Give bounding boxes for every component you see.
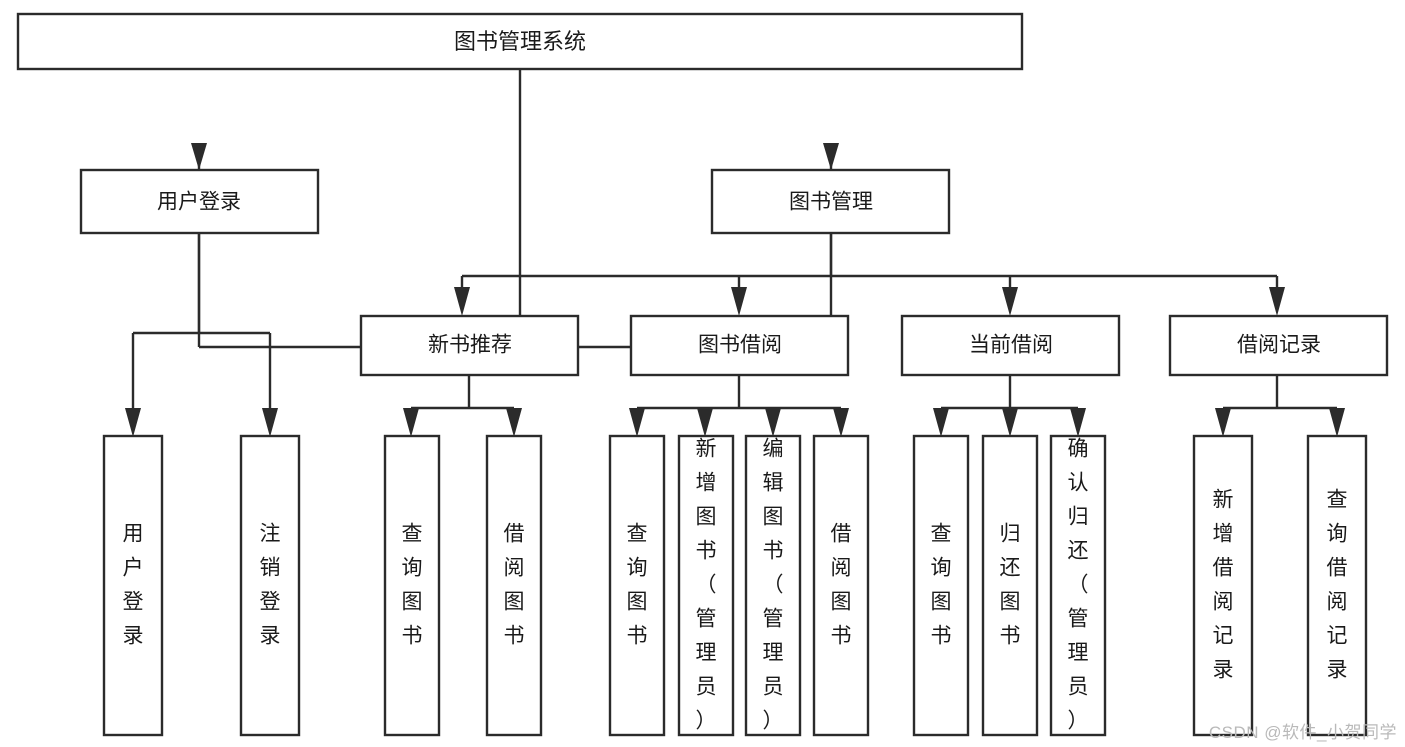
node-leaf-query-book-borrow-label: 查询图书: [627, 523, 648, 648]
node-user-login-box[interactable]: [79, 168, 320, 235]
node-leaf-user-login-box[interactable]: [102, 434, 164, 737]
node-leaf-return-book[interactable]: 归还图书: [981, 434, 1039, 737]
connector-layer: [125, 69, 1345, 437]
node-leaf-borrow-book-rec-box[interactable]: [485, 434, 543, 737]
node-leaf-add-book-label: 新增图书（管理员）: [696, 438, 717, 733]
node-leaf-borrow-book-label: 借阅图书: [831, 523, 852, 648]
node-leaf-add-record-box[interactable]: [1192, 434, 1254, 737]
arrowhead-leaf-add-record: [1215, 408, 1231, 437]
arrowhead-leaf-borrow-book: [833, 408, 849, 437]
node-new-book-rec-box[interactable]: [359, 314, 580, 377]
node-leaf-query-book-current-label: 查询图书: [931, 523, 952, 648]
arrowhead-new-book-rec: [454, 287, 470, 316]
node-book-manage-label: 图书管理: [789, 191, 873, 214]
arrowhead-leaf-edit-book: [765, 408, 781, 437]
node-book-manage-box[interactable]: [710, 168, 951, 235]
node-leaf-user-login[interactable]: 用户登录: [102, 434, 164, 737]
arrowhead-leaf-query-book-borrow: [629, 408, 645, 437]
node-borrow-record-box[interactable]: [1168, 314, 1389, 377]
node-leaf-query-record[interactable]: 查询借阅记录: [1306, 434, 1368, 737]
node-leaf-user-logout[interactable]: 注销登录: [239, 434, 301, 737]
node-leaf-edit-book[interactable]: 编辑图书（管理员）: [744, 434, 802, 737]
node-leaf-query-book-borrow[interactable]: 查询图书: [608, 434, 666, 737]
arrowhead-book-manage: [823, 143, 839, 170]
node-leaf-user-login-label: 用户登录: [123, 523, 144, 648]
arrowhead-leaf-user-logout: [262, 408, 278, 437]
node-leaf-add-record[interactable]: 新增借阅记录: [1192, 434, 1254, 737]
node-leaf-confirm-return-label: 确认归还（管理员）: [1068, 438, 1089, 733]
node-book-borrow-label: 图书借阅: [698, 334, 782, 357]
node-new-book-rec-label: 新书推荐: [428, 334, 512, 357]
node-leaf-edit-book-label: 编辑图书（管理员）: [763, 438, 784, 733]
node-leaf-query-book-borrow-box[interactable]: [608, 434, 666, 737]
node-leaf-query-book-current-box[interactable]: [912, 434, 970, 737]
node-borrow-record-label: 借阅记录: [1237, 334, 1321, 357]
node-leaf-edit-book-box[interactable]: [744, 434, 802, 737]
arrowhead-leaf-return-book: [1002, 408, 1018, 437]
node-leaf-query-book-rec-box[interactable]: [383, 434, 441, 737]
arrowhead-leaf-user-login: [125, 408, 141, 437]
node-leaf-add-book[interactable]: 新增图书（管理员）: [677, 434, 735, 737]
arrowhead-book-borrow: [731, 287, 747, 316]
node-leaf-return-book-box[interactable]: [981, 434, 1039, 737]
node-new-book-rec[interactable]: 新书推荐: [359, 314, 580, 377]
node-leaf-borrow-book-box[interactable]: [812, 434, 870, 737]
arrowhead-current-borrow: [1002, 287, 1018, 316]
arrowhead-leaf-query-book-current: [933, 408, 949, 437]
node-root-label: 图书管理系统: [454, 29, 586, 54]
node-book-borrow-box[interactable]: [629, 314, 850, 377]
node-leaf-add-record-label: 新增借阅记录: [1213, 489, 1234, 682]
node-user-login[interactable]: 用户登录: [79, 168, 320, 235]
node-current-borrow-label: 当前借阅: [969, 334, 1053, 357]
node-root-box[interactable]: [16, 12, 1024, 71]
node-leaf-query-record-label: 查询借阅记录: [1327, 489, 1348, 682]
node-leaf-borrow-book-rec[interactable]: 借阅图书: [485, 434, 543, 737]
arrowhead-leaf-add-book: [697, 408, 713, 437]
node-leaf-user-logout-label: 注销登录: [260, 523, 281, 648]
node-book-manage[interactable]: 图书管理: [710, 168, 951, 235]
node-book-borrow[interactable]: 图书借阅: [629, 314, 850, 377]
node-leaf-query-book-current[interactable]: 查询图书: [912, 434, 970, 737]
node-leaf-user-logout-box[interactable]: [239, 434, 301, 737]
node-current-borrow[interactable]: 当前借阅: [900, 314, 1121, 377]
node-root[interactable]: 图书管理系统: [16, 12, 1024, 71]
node-leaf-return-book-label: 归还图书: [1000, 523, 1021, 648]
node-leaf-borrow-book[interactable]: 借阅图书: [812, 434, 870, 737]
node-leaf-confirm-return-box[interactable]: [1049, 434, 1107, 737]
node-leaf-query-book-rec[interactable]: 查询图书: [383, 434, 441, 737]
arrowhead-user-login: [191, 143, 207, 170]
arrowhead-leaf-borrow-book-rec: [506, 408, 522, 437]
node-leaf-query-record-box[interactable]: [1306, 434, 1368, 737]
node-leaf-borrow-book-rec-label: 借阅图书: [504, 523, 525, 648]
node-borrow-record[interactable]: 借阅记录: [1168, 314, 1389, 377]
arrowhead-leaf-query-book-rec: [403, 408, 419, 437]
watermark: CSDN @软件_小贺同学: [1208, 723, 1397, 742]
node-leaf-add-book-box[interactable]: [677, 434, 735, 737]
arrowhead-leaf-confirm-return: [1070, 408, 1086, 437]
node-user-login-label: 用户登录: [157, 191, 241, 214]
node-leaf-confirm-return[interactable]: 确认归还（管理员）: [1049, 434, 1107, 737]
arrowhead-leaf-query-record: [1329, 408, 1345, 437]
node-current-borrow-box[interactable]: [900, 314, 1121, 377]
arrowhead-borrow-record: [1269, 287, 1285, 316]
leaf-layer: 用户登录 注销登录 查询图书 借阅图书 查询图书 新增图书（管理员） 编辑图书（…: [102, 434, 1368, 737]
node-leaf-query-book-rec-label: 查询图书: [402, 523, 423, 648]
